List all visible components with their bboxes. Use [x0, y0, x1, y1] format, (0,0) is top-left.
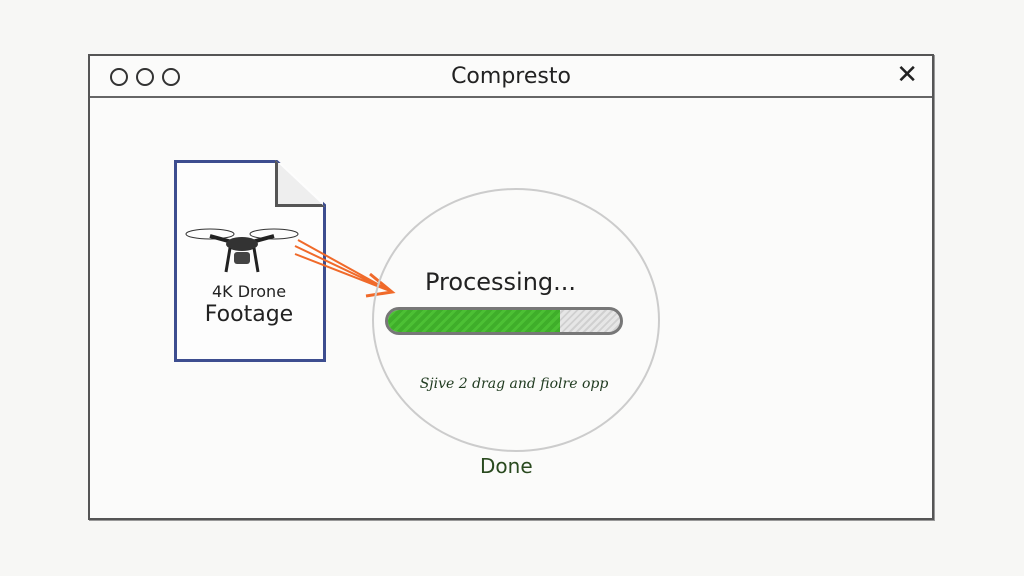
done-button[interactable]: Done: [480, 454, 533, 478]
file-label-line1: 4K Drone: [211, 282, 287, 301]
close-icon[interactable]: ✕: [896, 60, 918, 90]
file-label-line2: Footage: [204, 302, 294, 327]
window-control-maximize-dot[interactable]: [162, 68, 180, 86]
window-control-minimize-dot[interactable]: [136, 68, 154, 86]
title-bar: Compresto ✕: [90, 56, 932, 98]
app-window: Compresto ✕ 4K Drone Footage Processing.…: [88, 54, 934, 520]
processing-note: Sjive 2 drag and fiolre opp: [419, 376, 609, 392]
processing-circle: [372, 188, 660, 452]
progress-fill: [388, 310, 560, 332]
window-title: Compresto: [451, 64, 571, 89]
processing-label: Processing...: [425, 268, 577, 296]
progress-bar: [385, 307, 623, 335]
window-control-close-dot[interactable]: [110, 68, 128, 86]
drone-icon: [185, 228, 299, 273]
